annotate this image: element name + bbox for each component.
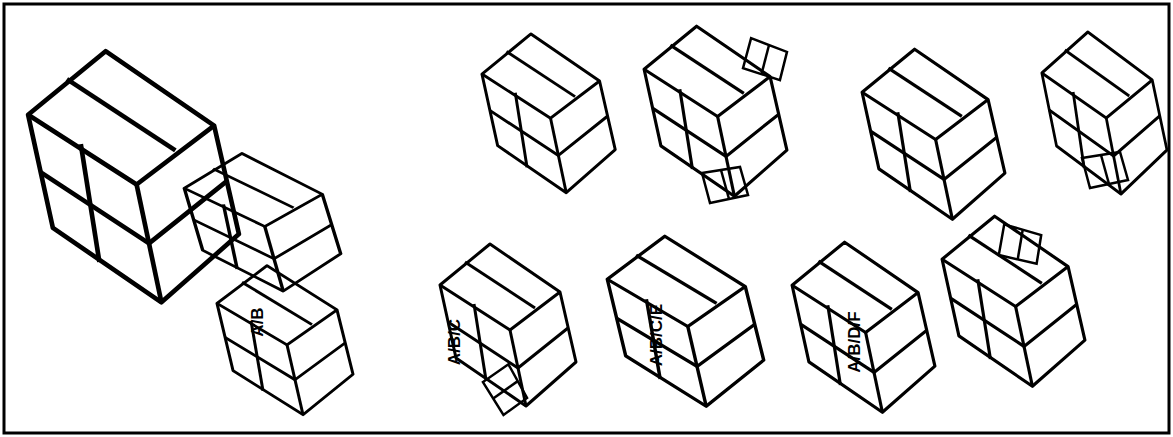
figure-label: A/B/C: [445, 319, 465, 365]
figure-label: A/B/C/E: [647, 304, 667, 366]
figure-label: A/B: [248, 307, 268, 336]
figure-label: A/B/D/F: [845, 311, 865, 372]
